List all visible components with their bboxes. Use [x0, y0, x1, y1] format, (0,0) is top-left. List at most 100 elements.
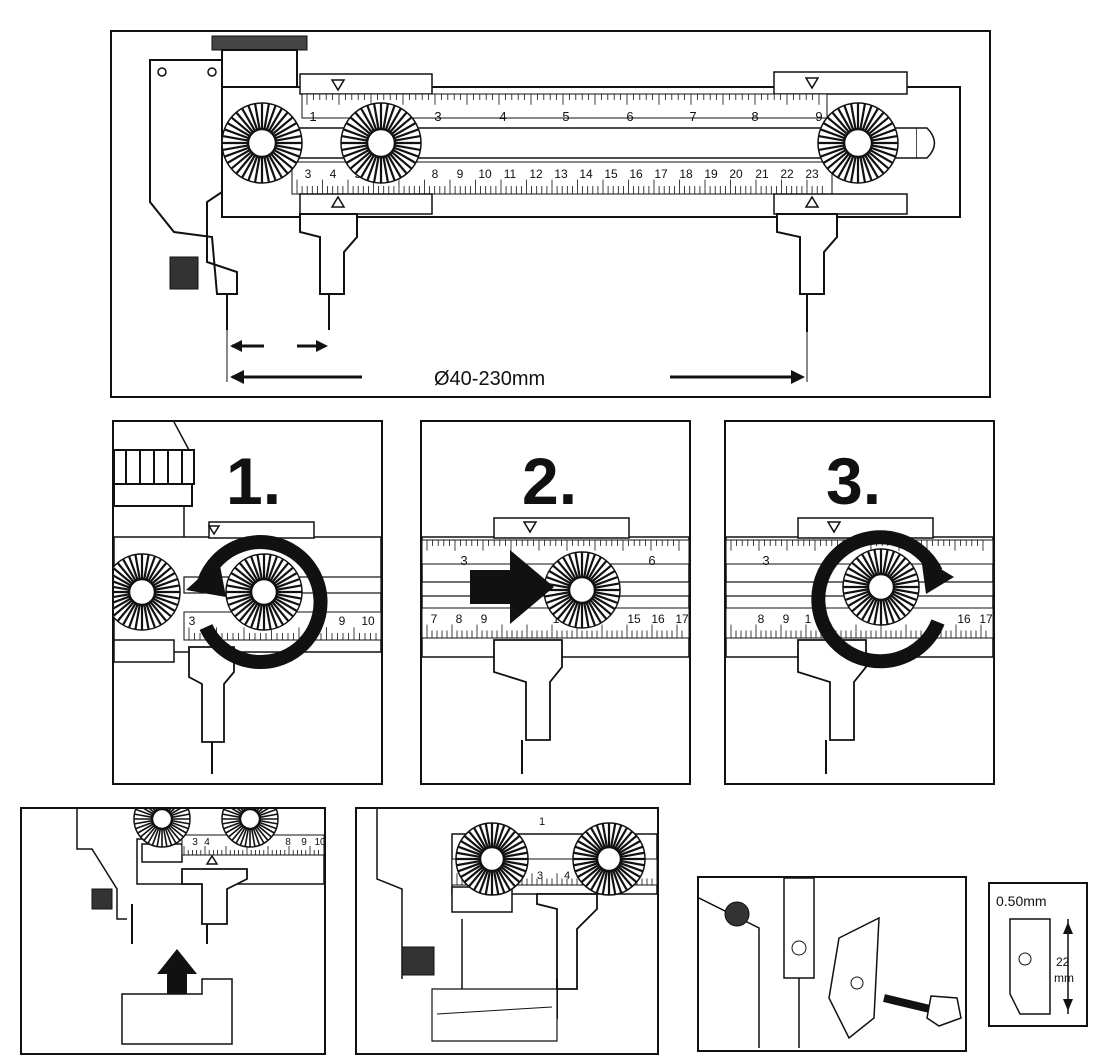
gear-knob-icon: [133, 809, 191, 848]
scale-label: 3: [305, 167, 312, 181]
gear-knob-icon: [221, 809, 279, 848]
lower-scale-ticks: [188, 627, 377, 640]
scale-label: 8: [285, 837, 291, 848]
workpiece: [431, 988, 558, 1042]
push-right-arrow-icon: [470, 550, 554, 624]
scale-label: 22: [780, 167, 794, 181]
step-number: 2.: [522, 444, 577, 518]
scale-label: 3: [434, 109, 441, 124]
push-up-arrow-icon: [157, 949, 197, 999]
gear-knob-icon: [543, 551, 621, 629]
lower-slider-right: [773, 193, 908, 215]
thumbscrew-icon: [91, 888, 113, 910]
scale-label: 16: [651, 612, 665, 626]
thumbscrew-icon: [169, 256, 199, 290]
blade-spec-drawing: 0.50mm 22 mm: [996, 893, 1074, 1015]
upper-scale-labels: 3: [762, 553, 769, 568]
blade-thickness-label: 0.50mm: [996, 893, 1047, 909]
marker-triangle-icon: [207, 525, 221, 536]
scale-label: 18: [679, 167, 693, 181]
scale-label: 21: [755, 167, 769, 181]
scale-label: 19: [704, 167, 718, 181]
scale-label: 16: [957, 612, 971, 626]
gear-knob-icon: [340, 102, 422, 184]
blade-height-value: 22: [1056, 955, 1070, 969]
scale-label: 9: [783, 612, 790, 626]
upper-slider: [493, 517, 630, 539]
scale-label: 10: [478, 167, 492, 181]
blade-holder: [783, 878, 815, 979]
gear-knob-icon: [817, 102, 899, 184]
scale-label: 13: [554, 167, 568, 181]
marker-triangle-icon: [804, 195, 820, 208]
diameter-range-label: Ø40-230mm: [434, 368, 545, 390]
gear-knobs: [543, 551, 621, 629]
gear-knob-icon: [225, 553, 303, 631]
gear-knobs: [842, 548, 920, 626]
leg: [181, 868, 248, 925]
scale-label: 20: [729, 167, 743, 181]
scale-label: 9: [481, 612, 488, 626]
gear-knob-icon: [114, 553, 181, 631]
gear-knobs: [133, 809, 279, 848]
scale-label: 9: [457, 167, 464, 181]
scale-label: 1: [805, 612, 812, 626]
upper-scale-ticks: [306, 94, 820, 105]
slot-end: [917, 127, 936, 159]
blade-outline-icon: [1009, 918, 1051, 1015]
scale-label: 3: [192, 837, 198, 848]
blade-assembly-drawing: [699, 878, 962, 1048]
scale-label: 4: [499, 109, 506, 124]
gear-knobs: [455, 822, 646, 896]
gear-knob-icon: [221, 102, 303, 184]
screw-head-icon: [724, 901, 750, 927]
scale-label: 9: [815, 109, 822, 124]
scale-label: 14: [579, 167, 593, 181]
scale-label: 17: [675, 612, 689, 626]
scale-label: 9: [301, 837, 307, 848]
scale-label: 3: [189, 614, 196, 628]
scale-label: 6: [626, 109, 633, 124]
scale-label: 1: [309, 109, 316, 124]
marker-triangle-icon: [522, 521, 538, 534]
thumbscrew-icon: [401, 946, 435, 976]
scale-label: 1: [553, 612, 560, 626]
scale-label: 10: [361, 614, 375, 628]
cutting-panel: 1 3 4: [355, 807, 659, 1055]
scale-label: 23: [805, 167, 819, 181]
gear-knob-icon: [842, 548, 920, 626]
marker-triangle-icon: [330, 195, 346, 208]
scale-label: 8: [751, 109, 758, 124]
knurl-lines: [125, 450, 183, 484]
upper-slider-right: [773, 71, 908, 95]
scale-label: 5: [562, 109, 569, 124]
hole-icon: [157, 67, 167, 77]
top-clamp-knob: [211, 35, 308, 51]
scale-label: 4: [564, 870, 570, 882]
step-3-panel: 3 8 9 1 16 17 3.: [724, 420, 995, 785]
leg: [493, 639, 563, 741]
scale-label: 3: [537, 870, 543, 882]
scale-label: 17: [979, 612, 993, 626]
step-number: 3.: [826, 444, 881, 518]
scale-label: 1: [539, 816, 545, 828]
scale-label: 8: [758, 612, 765, 626]
scale-label: 3: [762, 553, 769, 568]
marker-triangle-icon: [804, 77, 820, 90]
rotate-clockwise-icon: [811, 530, 945, 669]
gear-knob-icon: [572, 822, 646, 896]
lower-scale-labels: 3 9 10: [189, 614, 375, 628]
scale-label: 8: [456, 612, 463, 626]
scale-label: 7: [431, 612, 438, 626]
middle-leg: [299, 213, 358, 295]
scale-label: 9: [339, 614, 346, 628]
scale-ticks: [183, 846, 319, 855]
